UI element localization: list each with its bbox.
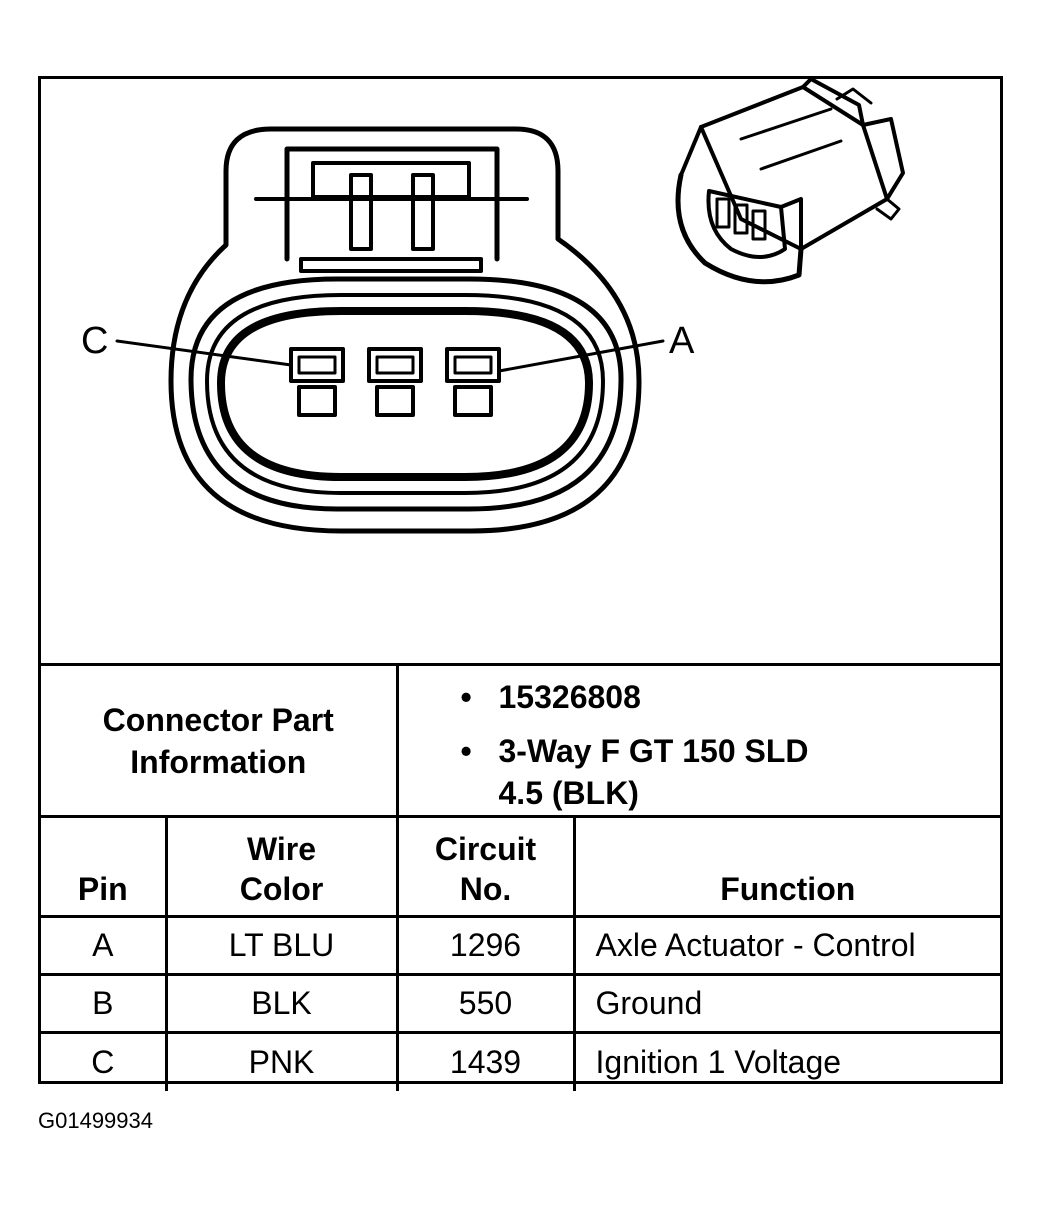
connector-part-info-label: Connector Part Information bbox=[41, 663, 399, 818]
connector-latch bbox=[284, 146, 500, 262]
circuit-cell: 1296 bbox=[395, 915, 576, 976]
pin-cavity-b bbox=[367, 347, 423, 417]
pin-label-c: C bbox=[81, 320, 108, 362]
pin-cavity-c bbox=[289, 347, 345, 417]
header-wire-color: Wire Color bbox=[164, 815, 399, 918]
pin-table-header: Pin Wire Color Circuit No. Function bbox=[41, 815, 1000, 918]
pin-cell: B bbox=[41, 973, 168, 1034]
header-function: Function bbox=[572, 815, 1000, 918]
leader-line-c bbox=[115, 339, 293, 367]
table-row: C PNK 1439 Ignition 1 Voltage bbox=[41, 1031, 1000, 1091]
connector-housing-outline bbox=[168, 126, 642, 534]
part-number: 15326808 bbox=[399, 676, 1001, 718]
wire-color-cell: PNK bbox=[164, 1031, 399, 1091]
function-cell: Axle Actuator - Control bbox=[572, 915, 1000, 976]
seal-ring-outer bbox=[188, 276, 624, 512]
header-circuit-no: Circuit No. bbox=[395, 815, 576, 918]
function-cell: Ignition 1 Voltage bbox=[572, 1031, 1000, 1091]
circuit-cell: 550 bbox=[395, 973, 576, 1034]
connector-figure: C A Connector Part Information 15326808 … bbox=[38, 76, 1003, 1091]
seal-ring-inner bbox=[217, 307, 593, 481]
wire-color-cell: LT BLU bbox=[164, 915, 399, 976]
connector-part-info-list: 15326808 3-Way F GT 150 SLD 4.5 (BLK) bbox=[395, 663, 1001, 818]
leader-line-a bbox=[497, 339, 665, 373]
header-pin: Pin bbox=[41, 815, 168, 918]
table-row: B BLK 550 Ground bbox=[41, 973, 1000, 1034]
connector-drawing: C A bbox=[81, 79, 905, 534]
connector-part-info-row: Connector Part Information 15326808 3-Wa… bbox=[41, 663, 1001, 818]
table-row: A LT BLU 1296 Axle Actuator - Control bbox=[41, 915, 1000, 976]
pin-cell: A bbox=[41, 915, 168, 976]
circuit-cell: 1439 bbox=[395, 1031, 576, 1091]
pin-cavity-a bbox=[445, 347, 501, 417]
connector-isometric-view bbox=[675, 79, 905, 285]
pin-label-a: A bbox=[669, 320, 695, 362]
figure-id: G01499934 bbox=[38, 1108, 153, 1133]
wire-color-cell: BLK bbox=[164, 973, 399, 1034]
connector-type: 3-Way F GT 150 SLD 4.5 (BLK) bbox=[399, 730, 1001, 814]
seal-ring-middle bbox=[205, 293, 605, 495]
connector-table: Connector Part Information 15326808 3-Wa… bbox=[41, 663, 1000, 1091]
function-cell: Ground bbox=[572, 973, 1000, 1034]
pin-cell: C bbox=[41, 1031, 168, 1091]
